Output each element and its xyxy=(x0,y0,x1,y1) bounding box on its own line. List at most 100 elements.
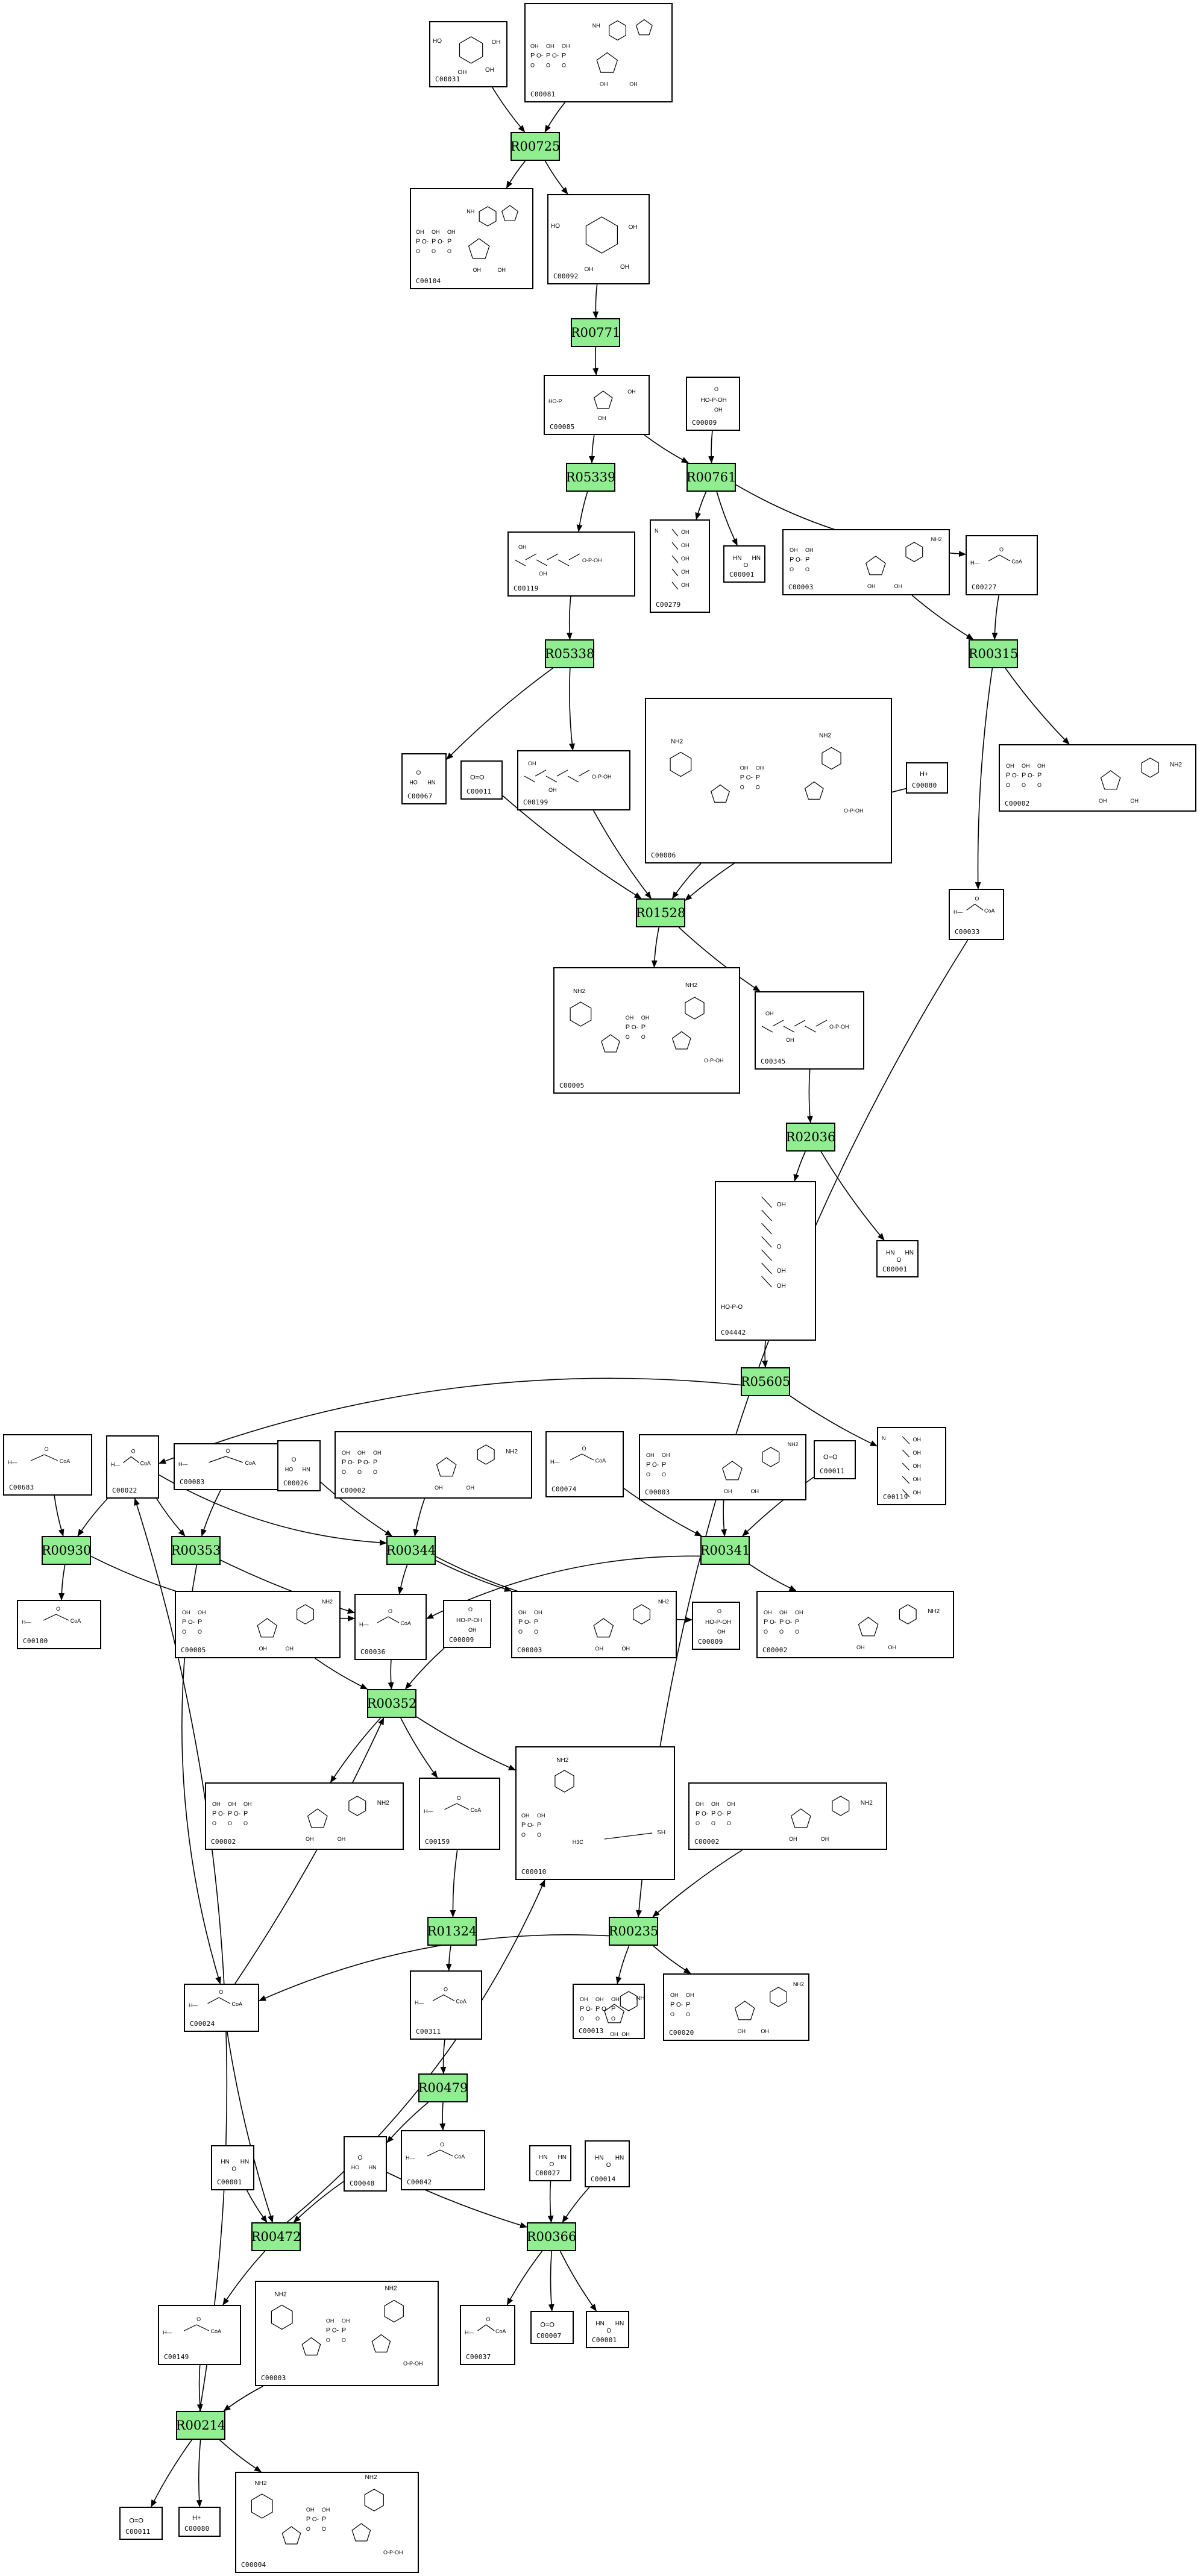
svg-text:HN: HN xyxy=(303,1467,310,1473)
reaction-node-r02036[interactable]: R02036 xyxy=(786,1123,835,1152)
svg-text:NH2: NH2 xyxy=(685,982,697,989)
reaction-edge xyxy=(405,1647,445,1690)
reaction-node-r00771[interactable]: R00771 xyxy=(571,318,620,347)
compound-node-c00080[interactable]: H+C00080 xyxy=(178,2507,221,2537)
reaction-node-r00725[interactable]: R00725 xyxy=(510,132,560,161)
reaction-node-r00479[interactable]: R00479 xyxy=(418,2073,468,2102)
svg-text:OH: OH xyxy=(913,1450,922,1456)
svg-text:O: O xyxy=(646,1471,650,1478)
reaction-node-r01528[interactable]: R01528 xyxy=(636,898,685,927)
reaction-node-r01324[interactable]: R01324 xyxy=(427,1917,477,1946)
reaction-node-r00472[interactable]: R00472 xyxy=(251,2222,301,2251)
compound-id-label: C00002 xyxy=(1005,800,1030,807)
reaction-node-r00344[interactable]: R00344 xyxy=(386,1536,436,1565)
svg-text:P: P xyxy=(686,2001,690,2008)
svg-text:OH: OH xyxy=(521,1813,530,1819)
compound-id-label: C00683 xyxy=(9,1484,34,1491)
reaction-node-r00353[interactable]: R00353 xyxy=(171,1536,221,1565)
svg-text:CoA: CoA xyxy=(1011,559,1022,565)
svg-text:OH: OH xyxy=(913,1476,922,1482)
reaction-node-r00341[interactable]: R00341 xyxy=(700,1536,750,1565)
svg-text:OH: OH xyxy=(546,43,554,49)
compound-node-c00080[interactable]: H+C00080 xyxy=(906,762,948,794)
reaction-edge xyxy=(820,1151,885,1241)
reaction-node-r00761[interactable]: R00761 xyxy=(686,463,736,492)
molecule-structure: H+ xyxy=(192,2515,201,2522)
reaction-node-r00214[interactable]: R00214 xyxy=(176,2411,225,2440)
svg-text:O: O xyxy=(795,1629,799,1635)
reaction-node-r00366[interactable]: R00366 xyxy=(527,2222,576,2251)
svg-text:OH: OH xyxy=(598,415,606,421)
reaction-edge xyxy=(223,2386,263,2411)
reaction-node-r05605[interactable]: R05605 xyxy=(741,1367,790,1396)
reaction-node-r00930[interactable]: R00930 xyxy=(42,1536,91,1565)
svg-text:OH: OH xyxy=(681,556,690,562)
reaction-node-r05339[interactable]: R05339 xyxy=(566,463,615,492)
reaction-node-r00235[interactable]: R00235 xyxy=(609,1917,658,1946)
reaction-node-r05338[interactable]: R05338 xyxy=(545,639,594,668)
reaction-node-r00352[interactable]: R00352 xyxy=(367,1689,416,1718)
reaction-node-r00315[interactable]: R00315 xyxy=(969,639,1018,668)
